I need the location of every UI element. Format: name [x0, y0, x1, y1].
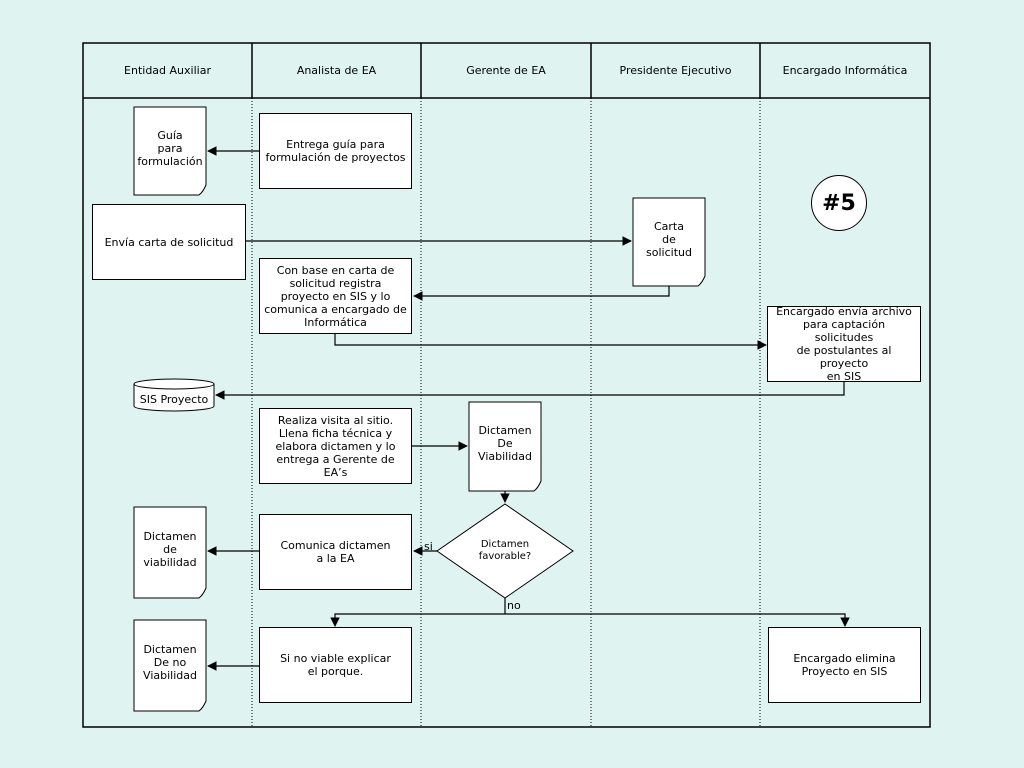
step-badge: #5: [811, 175, 867, 231]
lane-analista-ea: Analista de EA: [296, 64, 377, 77]
doc-carta-shape: [632, 197, 706, 287]
lane-encargado-informatica: Encargado Informática: [782, 64, 908, 77]
doc-dictamen-no-viabilidad: Dictamen De no Viabilidad: [143, 642, 197, 682]
doc-guia: Guía para formulación: [137, 128, 203, 168]
decision-no-label: no: [507, 599, 521, 612]
doc-guia-shape: [133, 106, 207, 196]
database-sis-proyecto: SIS Proyecto: [139, 392, 209, 406]
decision-dictamen-favorable: Dictamen favorable?: [478, 539, 532, 562]
lane-entidad-auxiliar: Entidad Auxiliar: [124, 64, 211, 77]
arrow-encargado-to-sis: [215, 382, 845, 400]
lane-gerente-ea: Gerente de EA: [466, 64, 546, 77]
process-registra-proyecto: Con base en carta de solicitud registra …: [259, 258, 412, 334]
arrow-carta-to-registra: [413, 286, 670, 301]
doc-dictamen-gerente-shape: [468, 401, 542, 492]
process-realiza-visita: Realiza visita al sitio. Llena ficha téc…: [259, 408, 412, 484]
process-encargado-envia: Encargado envía archivo para captación s…: [767, 305, 921, 383]
process-no-viable: Si no viable explicar el porque.: [259, 627, 412, 703]
process-comunica-dictamen: Comunica dictamen a la EA: [259, 514, 412, 590]
diagram-frame: [82, 42, 931, 728]
header-separators: [251, 43, 761, 98]
doc-dictamen-no-shape: [133, 619, 207, 712]
doc-dictamen-viabilidad-shape: [133, 506, 207, 599]
process-encargado-elimina: Encargado elimina Proyecto en SIS: [768, 627, 921, 703]
lane-presidente-ejecutivo: Presidente Ejecutivo: [619, 64, 732, 77]
arrow-registra-to-encargado: [334, 334, 767, 350]
process-envia-carta: Envía carta de solicitud: [92, 204, 246, 280]
doc-dictamen-viabilidad: Dictamen de viabilidad: [143, 529, 197, 569]
arrow-no-to-elimina: [505, 613, 850, 627]
decision-yes-label: si: [424, 540, 433, 553]
doc-carta: Carta de solicitud: [646, 219, 692, 259]
doc-dictamen-gerente: Dictamen De Viabilidad: [478, 423, 532, 463]
database-shape: [133, 378, 215, 412]
arrow-no-to-noviable: [330, 613, 505, 627]
process-entrega-guia: Entrega guía para formulación de proyect…: [259, 113, 412, 189]
